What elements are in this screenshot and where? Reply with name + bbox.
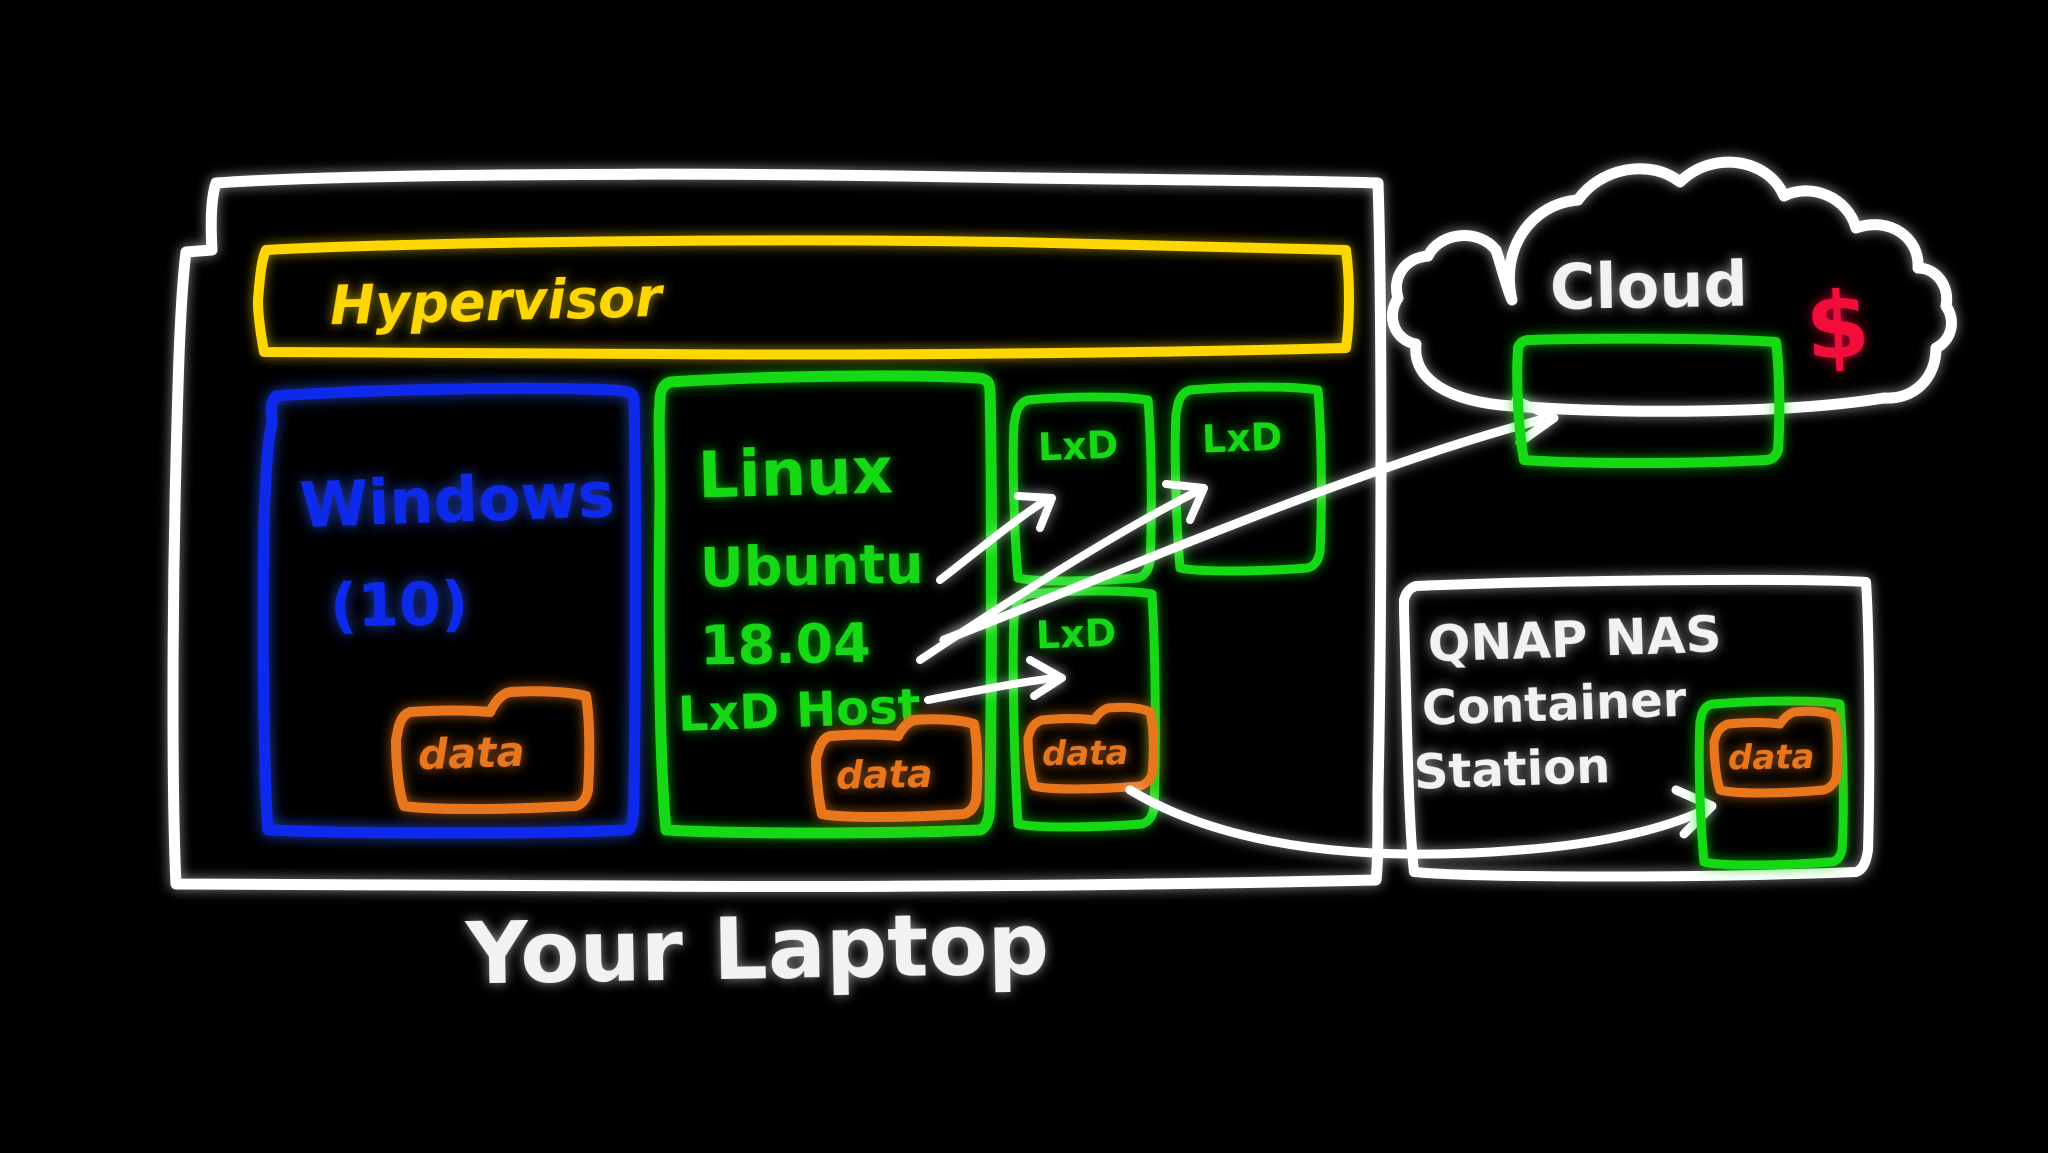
arrow-host-to-container-1 <box>936 492 1056 584</box>
nas-line2: Container <box>1421 672 1688 737</box>
nas-data-label: data <box>1728 737 1815 779</box>
lxd-container-3-label: LxD <box>1035 611 1117 658</box>
lxd-container-3-data-folder <box>1023 702 1158 794</box>
cloud-label: Cloud <box>1549 248 1748 324</box>
nas-line3: Station <box>1413 738 1611 801</box>
arrow-host-to-nas <box>1125 785 1717 859</box>
hypervisor-label: Hypervisor <box>329 266 666 338</box>
nas-line1: QNAP NAS <box>1427 605 1723 673</box>
laptop-outer-box <box>167 168 1387 893</box>
arrow-host-to-container-3 <box>924 656 1066 704</box>
cloud-container-box <box>1512 333 1785 468</box>
linux-vm-box <box>653 370 997 839</box>
laptop-caption: Your Laptop <box>464 894 1050 1004</box>
windows-data-label: data <box>417 727 525 780</box>
windows-vm-version: (10) <box>329 569 469 641</box>
linux-vm-line2: Ubuntu <box>699 533 924 600</box>
nas-data-folder <box>1709 706 1842 798</box>
cloud-cost-symbol: $ <box>1803 271 1873 381</box>
lxd-container-2-label: LxD <box>1201 415 1283 462</box>
nas-container-box <box>1694 696 1848 870</box>
linux-vm-line3: 18.04 <box>699 612 871 678</box>
linux-data-folder <box>811 714 983 822</box>
cloud-shape <box>1386 156 1957 417</box>
linux-data-label: data <box>836 752 933 798</box>
windows-vm-box <box>257 382 641 839</box>
hypervisor-box <box>253 235 1354 360</box>
lxd-container-1-label: LxD <box>1037 423 1119 470</box>
windows-vm-title: Windows <box>299 458 616 542</box>
linux-vm-line1: Linux <box>697 434 894 513</box>
nas-outer-box <box>1399 574 1875 882</box>
windows-data-folder <box>391 686 595 814</box>
lxd-container-3-data-label: data <box>1042 733 1129 775</box>
